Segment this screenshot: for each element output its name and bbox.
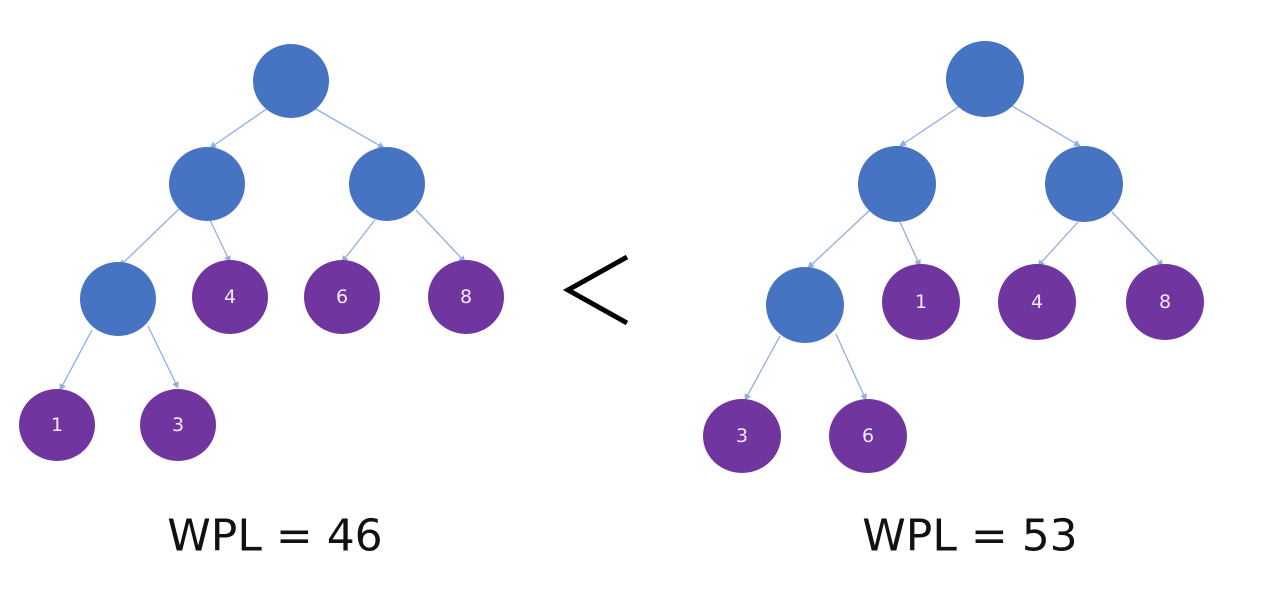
- leaf-label: 4: [1031, 291, 1043, 313]
- leaf-label: 3: [172, 414, 184, 436]
- edge: [341, 219, 376, 263]
- edge: [313, 107, 385, 149]
- edge: [1111, 211, 1164, 267]
- leaf-node: [428, 260, 504, 334]
- left-tree: 1 3 4 6 8 WPL = 46: [19, 44, 504, 562]
- right-tree: 3 6 1 4 8 WPL = 53: [703, 41, 1204, 562]
- edge: [147, 325, 179, 389]
- left-wpl-label: WPL = 46: [167, 511, 382, 562]
- leaf-label: 4: [224, 286, 236, 308]
- left-tree-internal-nodes: [80, 44, 425, 336]
- leaf-label: 1: [915, 291, 927, 313]
- edge: [899, 105, 961, 147]
- leaf-label: 6: [336, 286, 348, 308]
- internal-node: [858, 146, 936, 222]
- leaf-label: 6: [862, 425, 874, 447]
- internal-node: [80, 262, 156, 336]
- leaf-node: [192, 260, 268, 334]
- edge: [744, 335, 781, 401]
- less-than-symbol: [562, 254, 629, 326]
- edge: [209, 219, 231, 263]
- leaf-label: 8: [460, 286, 472, 308]
- leaf-node: [19, 389, 95, 461]
- right-wpl-label: WPL = 53: [862, 511, 1077, 562]
- edge: [59, 329, 93, 391]
- right-tree-edges: [744, 105, 1164, 401]
- edge: [835, 333, 867, 401]
- leaf-label: 3: [736, 425, 748, 447]
- leaf-node: [140, 389, 216, 461]
- edge: [1037, 221, 1079, 267]
- leaf-node: [829, 399, 907, 473]
- leaf-node: [882, 264, 960, 340]
- internal-node: [1045, 146, 1123, 222]
- leaf-node: [304, 260, 380, 334]
- leaf-node: [998, 264, 1076, 340]
- edge: [415, 209, 466, 263]
- left-tree-leaf-nodes: 1 3 4 6 8: [19, 260, 504, 461]
- internal-node: [349, 147, 425, 221]
- right-tree-leaf-nodes: 3 6 1 4 8: [703, 264, 1204, 473]
- leaf-node: [1126, 264, 1204, 340]
- edge: [899, 221, 921, 267]
- leaf-label: 8: [1159, 291, 1171, 313]
- edge: [1011, 105, 1081, 147]
- edge: [209, 107, 269, 149]
- leaf-node: [703, 399, 781, 473]
- edge: [119, 207, 181, 267]
- comparison-operator: <: [562, 254, 629, 326]
- internal-node-root: [253, 44, 329, 118]
- left-tree-edges: [59, 107, 466, 391]
- leaf-label: 1: [51, 414, 63, 436]
- internal-node: [169, 147, 245, 221]
- internal-node-root: [946, 41, 1024, 117]
- edge: [807, 209, 871, 269]
- right-tree-internal-nodes: [766, 41, 1123, 343]
- internal-node: [766, 267, 844, 343]
